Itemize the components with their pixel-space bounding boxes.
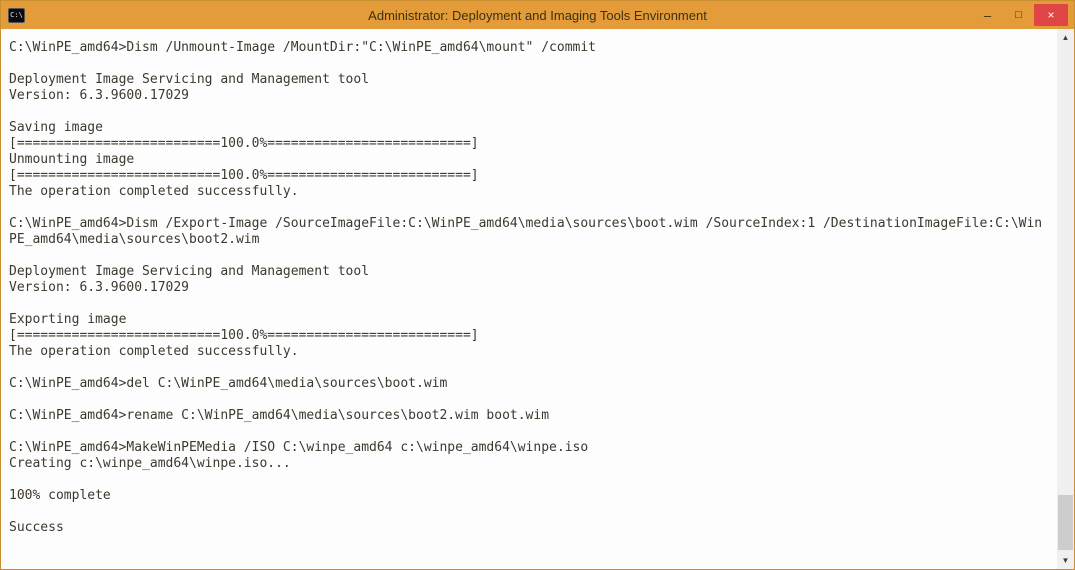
minimize-button[interactable]: –	[983, 7, 992, 23]
window-body: C:\WinPE_amd64>Dism /Unmount-Image /Moun…	[1, 29, 1074, 569]
maximize-button[interactable]: □	[1015, 9, 1022, 21]
close-button[interactable]: ×	[1034, 4, 1068, 26]
window-controls: – □ ×	[972, 4, 1074, 26]
vertical-scrollbar[interactable]: ▲ ▼	[1057, 29, 1074, 569]
scroll-up-icon[interactable]: ▲	[1061, 33, 1070, 42]
titlebar[interactable]: C:\ Administrator: Deployment and Imagin…	[1, 1, 1074, 29]
scroll-down-icon[interactable]: ▼	[1061, 556, 1070, 565]
scrollbar-thumb[interactable]	[1058, 495, 1073, 550]
cmd-icon: C:\	[8, 7, 25, 23]
window-title: Administrator: Deployment and Imaging To…	[368, 7, 707, 23]
console-output[interactable]: C:\WinPE_amd64>Dism /Unmount-Image /Moun…	[1, 29, 1057, 569]
